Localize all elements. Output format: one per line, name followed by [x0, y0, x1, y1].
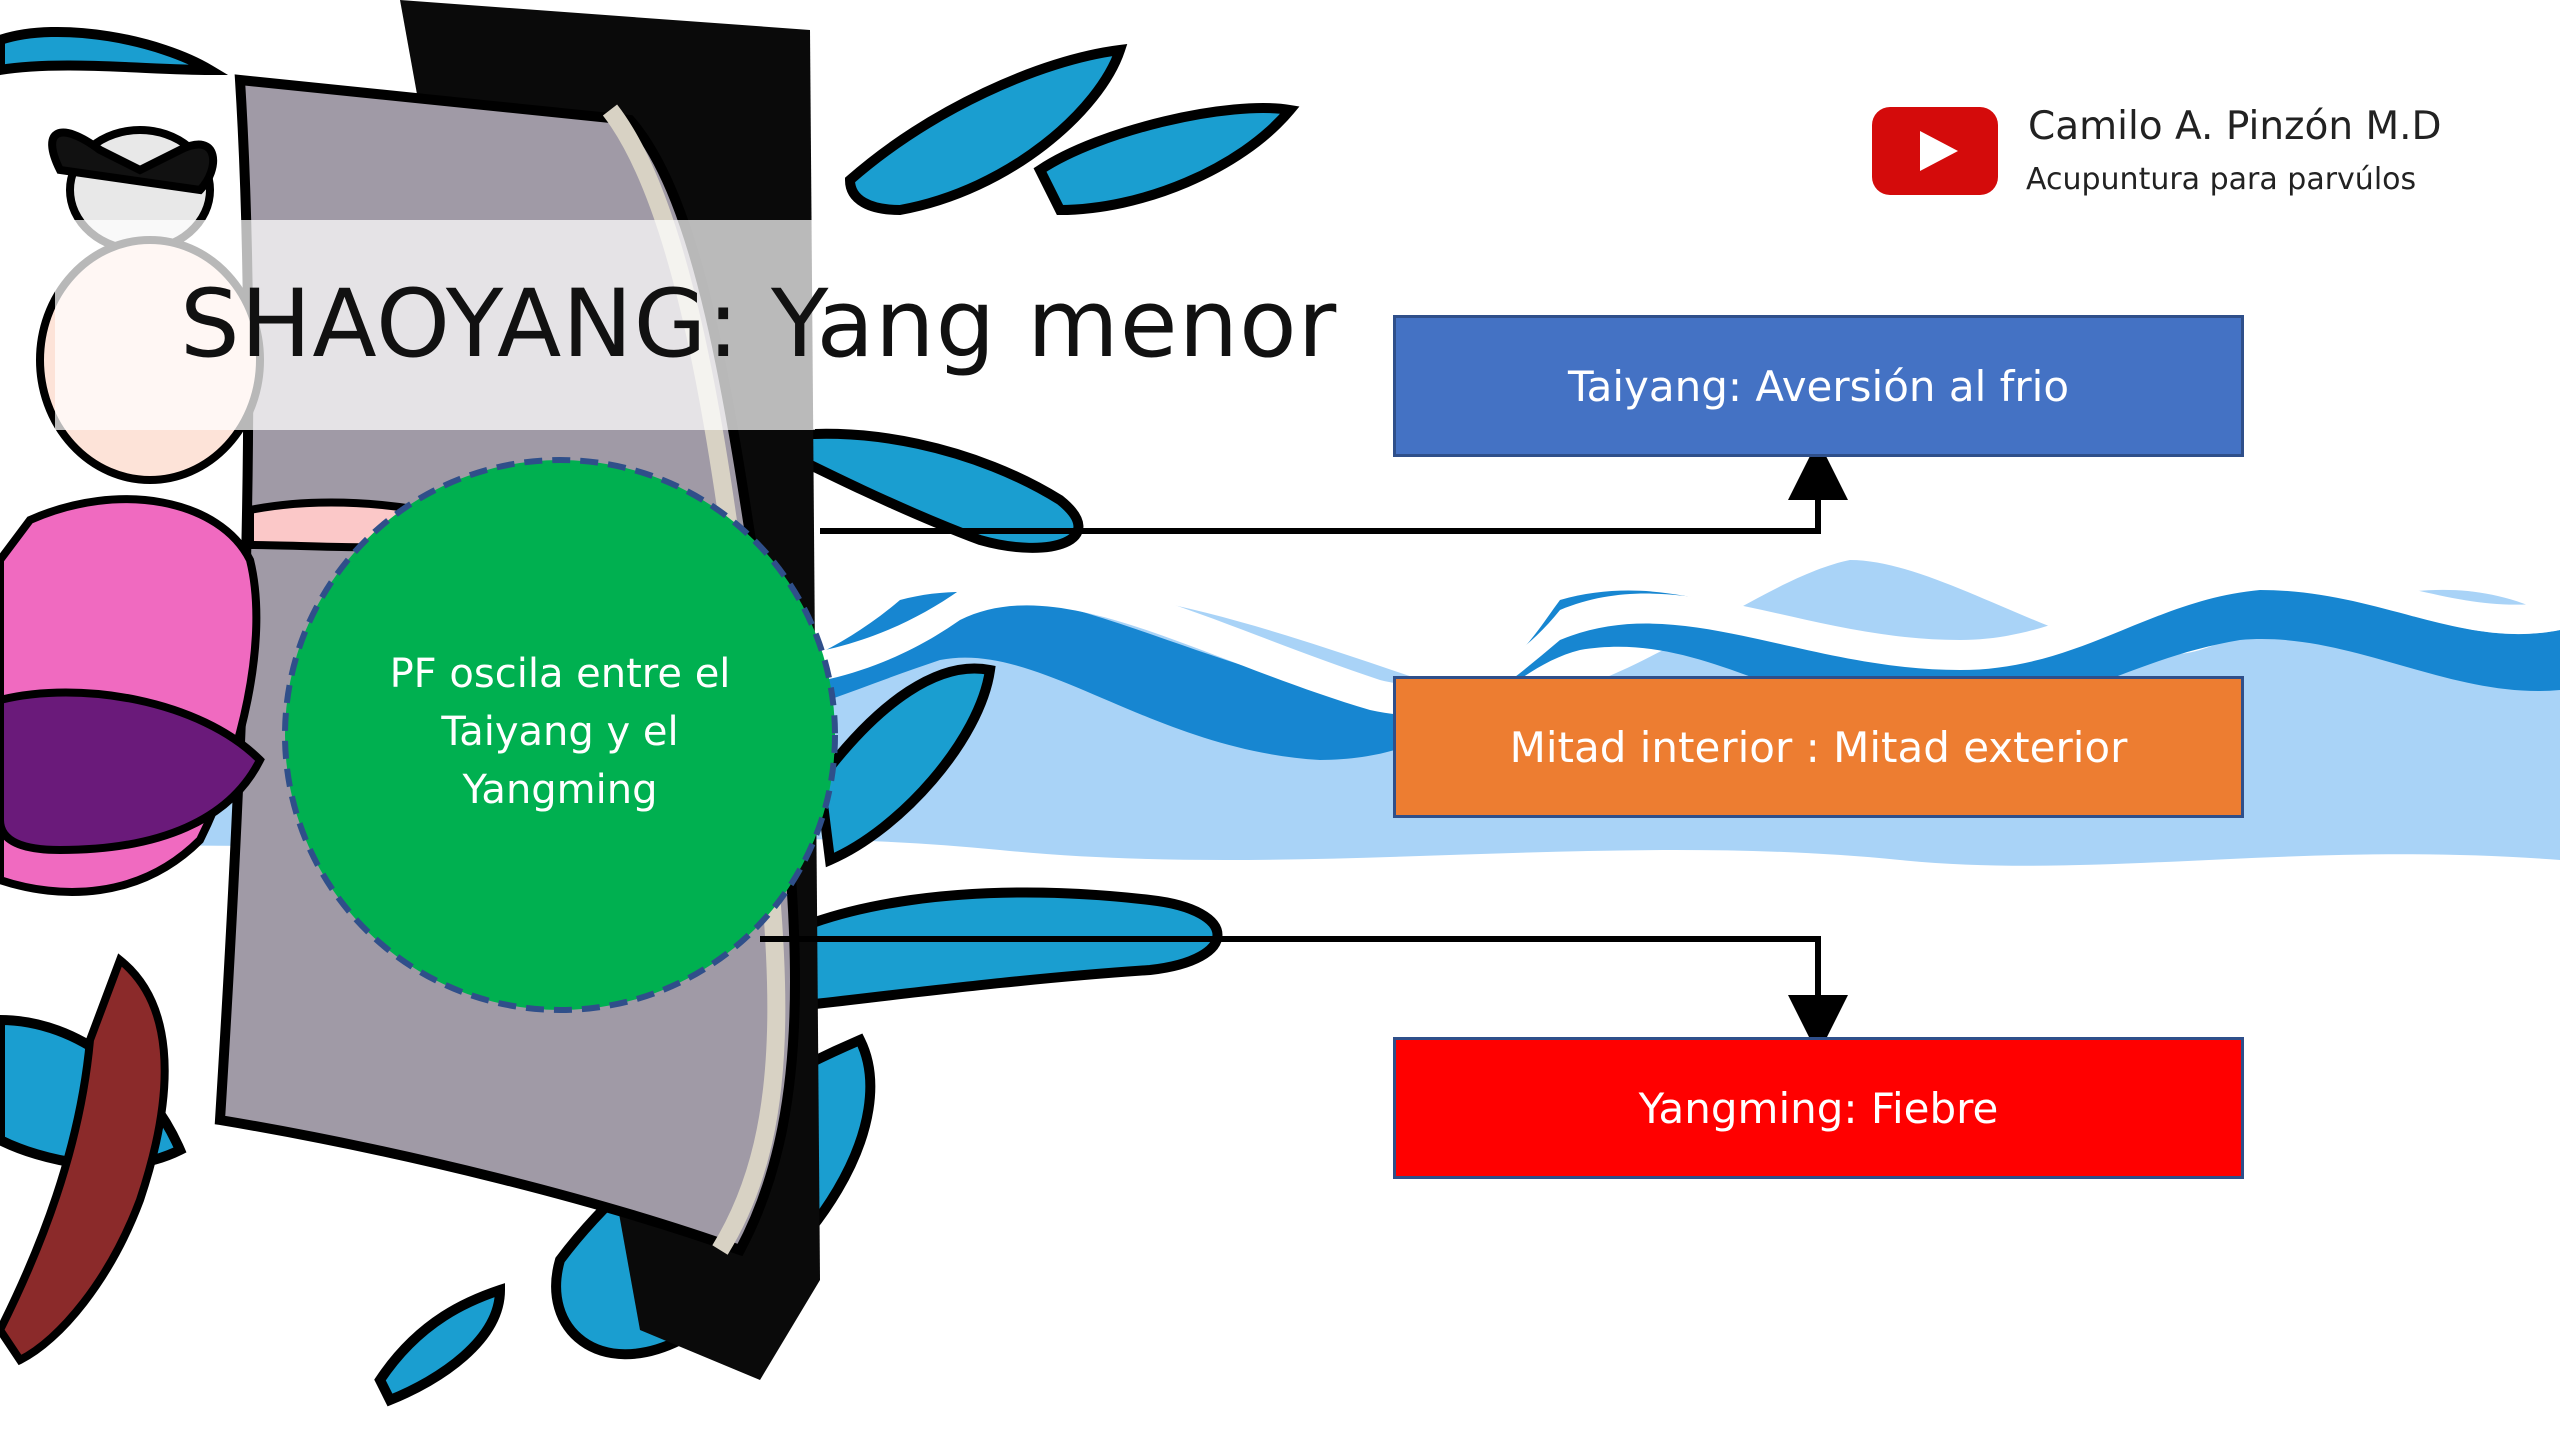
splash-mid — [744, 428, 1084, 553]
channel-name: Camilo A. Pinzón M.D — [2028, 104, 2442, 149]
youtube-play-icon — [1872, 107, 1998, 195]
figure-bow — [48, 128, 217, 195]
center-node — [282, 457, 838, 1013]
box-mitad-label: Mitad interior : Mitad exterior — [1509, 722, 2128, 772]
figure-leg — [0, 953, 169, 1366]
splash-drop — [374, 1283, 506, 1407]
connector-to-taiyang — [820, 440, 1848, 534]
splash-top-left — [0, 26, 229, 76]
splash-lower — [733, 887, 1223, 1016]
box-mitad: Mitad interior : Mitad exterior — [1393, 676, 2244, 818]
splash-circle-right — [814, 663, 996, 868]
channel-subtitle: Acupuntura para parvúlos — [2026, 162, 2417, 197]
figure-skirt — [0, 688, 265, 855]
page-title: SHAOYANG: Yang menor — [180, 270, 1338, 379]
splash-top-right — [844, 44, 1128, 216]
splash-right-upper — [1033, 103, 1300, 216]
title-band — [55, 220, 815, 430]
connector-to-yangming — [760, 936, 1848, 1055]
box-yangming-label: Yangming: Fiebre — [1638, 1083, 1999, 1133]
box-yangming: Yangming: Fiebre — [1393, 1037, 2244, 1179]
box-taiyang: Taiyang: Aversión al frio — [1393, 315, 2244, 457]
box-taiyang-label: Taiyang: Aversión al frio — [1567, 361, 2070, 411]
